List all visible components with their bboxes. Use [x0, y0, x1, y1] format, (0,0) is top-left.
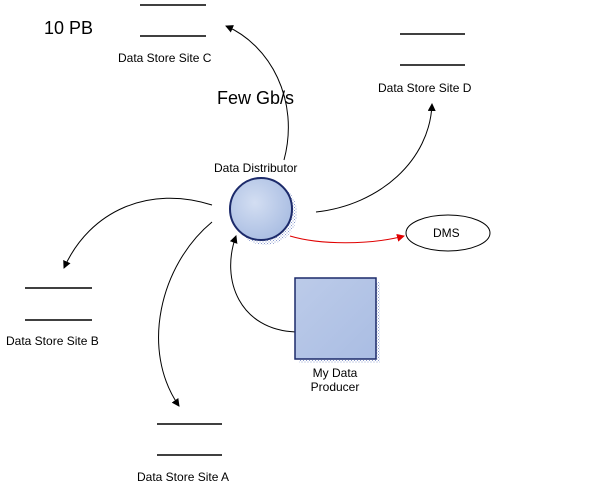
arrow-to-site-a: [158, 221, 213, 407]
producer-label-line2: Producer: [310, 380, 360, 394]
arrow-producer-to-distributor: [229, 235, 297, 333]
arrow-to-site-b: [63, 197, 213, 269]
dms-label: DMS: [433, 226, 460, 240]
site-d-label: Data Store Site D: [378, 81, 472, 95]
arrow-to-site-d: [315, 103, 436, 213]
distributor-label: Data Distributor: [214, 161, 298, 175]
site-b-store: [25, 287, 92, 321]
data-producer-node: [294, 277, 380, 363]
arrow-to-site-c: [225, 25, 289, 161]
data-distributor-node: [229, 177, 297, 245]
producer-label-line1: My Data: [312, 366, 358, 380]
capacity-label: 10 PB: [44, 18, 94, 38]
dms-node: [405, 214, 491, 252]
site-a-store: [157, 423, 222, 456]
site-c-store: [140, 4, 206, 37]
site-a-label: Data Store Site A: [137, 470, 230, 484]
bandwidth-label: Few Gb/s: [217, 88, 295, 108]
site-c-label: Data Store Site C: [118, 51, 212, 65]
site-d-store: [400, 33, 465, 66]
arrow-to-dms: [289, 233, 405, 244]
site-b-label: Data Store Site B: [6, 334, 99, 348]
